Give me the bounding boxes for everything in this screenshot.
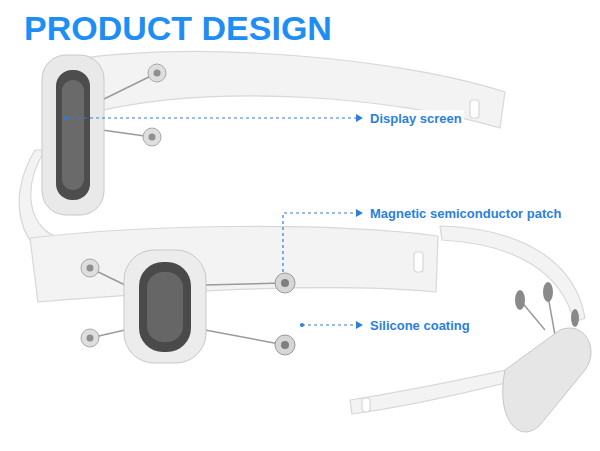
lower-strap bbox=[30, 226, 438, 302]
leader-line bbox=[66, 118, 356, 325]
part-label: Silicone coating bbox=[368, 317, 472, 335]
device-pod bbox=[503, 282, 591, 432]
display-pod bbox=[42, 55, 104, 215]
magnetic-patch bbox=[81, 64, 295, 355]
part-label: Magnetic semiconductor patch bbox=[368, 205, 563, 223]
strap-slot bbox=[414, 252, 423, 272]
upper-strap bbox=[70, 52, 505, 128]
strap-slot bbox=[470, 100, 479, 118]
side-strap bbox=[440, 226, 585, 322]
part-label: Display screen bbox=[368, 110, 464, 128]
page-title: PRODUCT DESIGN bbox=[24, 10, 332, 47]
side-strap bbox=[350, 368, 518, 414]
display-pod bbox=[124, 250, 206, 363]
strap-slot bbox=[362, 398, 370, 412]
